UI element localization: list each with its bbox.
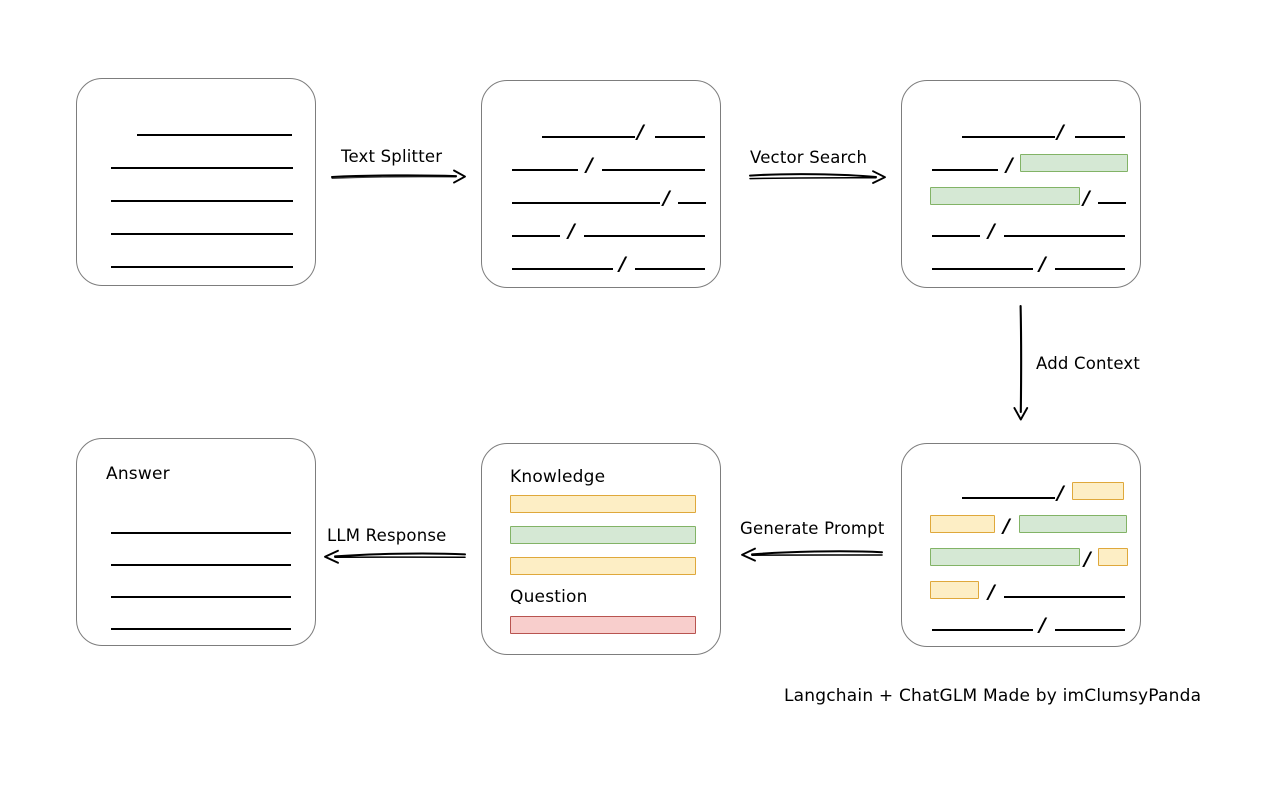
text-rule — [678, 202, 706, 204]
arrow-text-splitter-label: Text Splitter — [341, 147, 443, 166]
arrow-llm-response-label: LLM Response — [327, 526, 447, 545]
green-highlight-chip — [930, 187, 1080, 205]
knowledge-label: Knowledge — [510, 467, 606, 487]
text-rule — [512, 268, 613, 270]
yellow-highlight-chip — [930, 515, 995, 533]
text-rule — [111, 266, 293, 268]
slash-separator: / — [1084, 548, 1091, 570]
text-rule — [1055, 268, 1125, 270]
knowledge-bar — [510, 526, 696, 544]
text-rule — [635, 268, 705, 270]
slash-separator: / — [1039, 614, 1046, 636]
context-chunks-content: / / / / / — [902, 444, 1140, 646]
slash-separator: / — [637, 121, 644, 143]
arrow-vector-search-label: Vector Search — [750, 148, 868, 167]
arrow-generate-prompt — [738, 546, 884, 562]
slash-separator: / — [586, 154, 593, 176]
arrow-add-context — [1012, 304, 1030, 422]
answer-box[interactable]: Answer — [76, 438, 316, 646]
text-rule — [111, 596, 291, 598]
knowledge-bar — [510, 557, 696, 575]
prompt-box[interactable]: Knowledge Question — [481, 443, 721, 655]
text-rule — [584, 235, 705, 237]
yellow-highlight-chip — [1072, 482, 1124, 500]
arrow-vector-search — [748, 168, 888, 184]
text-rule — [111, 200, 293, 202]
answer-content — [77, 439, 315, 645]
text-rule — [111, 564, 291, 566]
question-label: Question — [510, 587, 588, 607]
text-rule — [932, 629, 1033, 631]
answer-label: Answer — [106, 464, 170, 484]
yellow-highlight-chip — [1098, 548, 1128, 566]
text-rule — [137, 134, 292, 136]
split-chunks-box[interactable]: / / / / / — [481, 80, 721, 288]
slash-separator: / — [1057, 121, 1064, 143]
text-rule — [111, 628, 291, 630]
text-rule — [512, 169, 578, 171]
slash-separator: / — [568, 220, 575, 242]
slash-separator: / — [988, 220, 995, 242]
text-rule — [111, 233, 293, 235]
text-rule — [655, 136, 705, 138]
arrow-llm-response — [321, 548, 467, 564]
text-rule — [1055, 629, 1125, 631]
slash-separator: / — [663, 187, 670, 209]
text-rule — [512, 202, 660, 204]
text-rule — [932, 268, 1033, 270]
split-chunks-content: / / / / / — [482, 81, 720, 287]
context-chunks-box[interactable]: / / / / / — [901, 443, 1141, 647]
text-rule — [512, 235, 560, 237]
arrow-text-splitter — [330, 168, 468, 184]
text-rule — [1098, 202, 1126, 204]
question-bar — [510, 616, 696, 634]
text-rule — [1004, 596, 1125, 598]
slash-separator: / — [1057, 482, 1064, 504]
text-rule — [111, 167, 293, 169]
slash-separator: / — [1083, 187, 1090, 209]
slash-separator: / — [988, 581, 995, 603]
slash-separator: / — [1006, 154, 1013, 176]
source-document-content — [77, 79, 315, 285]
text-rule — [1075, 136, 1125, 138]
green-highlight-chip — [930, 548, 1080, 566]
matched-chunks-box[interactable]: / / / / / — [901, 80, 1141, 288]
matched-chunks-content: / / / / / — [902, 81, 1140, 287]
yellow-highlight-chip — [930, 581, 979, 599]
text-rule — [1004, 235, 1125, 237]
text-rule — [962, 497, 1055, 499]
arrow-add-context-label: Add Context — [1036, 354, 1141, 373]
text-rule — [932, 235, 980, 237]
knowledge-bar — [510, 495, 696, 513]
slash-separator: / — [1039, 253, 1046, 275]
slash-separator: / — [619, 253, 626, 275]
slash-separator: / — [1003, 515, 1010, 537]
text-rule — [542, 136, 635, 138]
source-document-box[interactable] — [76, 78, 316, 286]
text-rule — [932, 169, 998, 171]
arrow-generate-prompt-label: Generate Prompt — [740, 519, 885, 538]
text-rule — [111, 532, 291, 534]
footer-caption: Langchain + ChatGLM Made by imClumsyPand… — [784, 686, 1202, 706]
green-highlight-chip — [1019, 515, 1127, 533]
green-highlight-chip — [1020, 154, 1128, 172]
text-rule — [602, 169, 705, 171]
text-rule — [962, 136, 1055, 138]
